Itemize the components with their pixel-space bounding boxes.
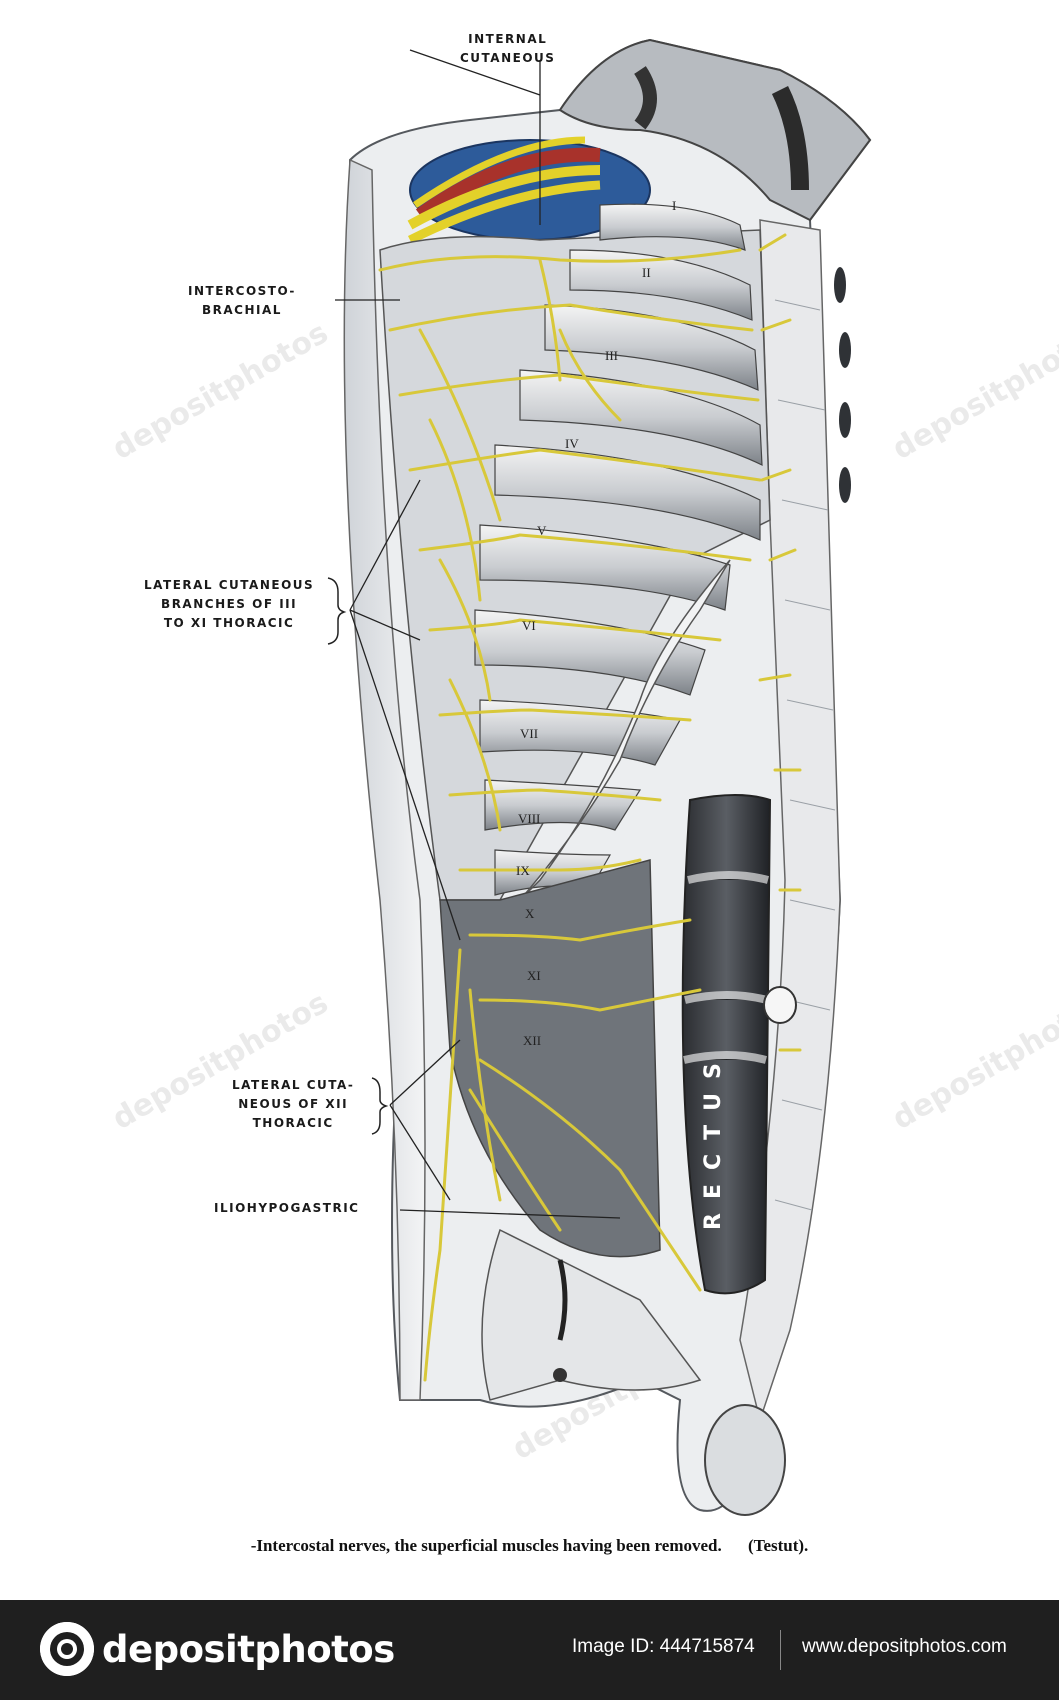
watermark-4: depositphotos xyxy=(887,985,1059,1137)
watermark-1: depositphotos xyxy=(107,315,335,467)
rib-numeral-8: VIII xyxy=(518,811,540,826)
caption-text: -Intercostal nerves, the superficial mus… xyxy=(250,1536,722,1555)
anatomy-figure: depositphotos depositphotos depositphoto… xyxy=(107,32,1059,1516)
lateral-skin-fold xyxy=(343,158,426,1401)
label-internal-cutaneous: INTERNAL CUTANEOUS xyxy=(460,32,556,65)
scrotum xyxy=(704,1404,786,1516)
logo-text: depositphotos xyxy=(102,1627,395,1671)
label-iliohypogastric: ILIOHYPOGASTRIC xyxy=(214,1201,360,1215)
sternal-notches xyxy=(834,267,851,503)
rib-numeral-12: XII xyxy=(523,1033,541,1048)
caption-source: (Testut). xyxy=(748,1536,809,1555)
footer-logo[interactable]: depositphotos xyxy=(40,1622,395,1676)
brachial-plexus-2 xyxy=(407,180,601,245)
hook xyxy=(553,1368,567,1382)
footer-divider xyxy=(780,1630,781,1670)
bracket-lateral-branches xyxy=(327,577,347,645)
rectus-tendinous-lines xyxy=(683,871,770,1064)
label-lateral-cutaneous-branches: LATERAL CUTANEOUS BRANCHES OF III TO XI … xyxy=(144,578,315,630)
rectus-muscle xyxy=(681,794,772,1295)
rib-numeral-7: VII xyxy=(520,726,538,741)
rib-numeral-11: XI xyxy=(527,968,541,983)
bracket-xii xyxy=(371,1077,389,1135)
footer-bar: depositphotos Image ID: 444715874 www.de… xyxy=(0,1600,1059,1700)
rib-numeral-6: VI xyxy=(522,618,536,633)
rib-numeral-1: I xyxy=(672,198,676,213)
label-intercostobrachial: INTERCOSTO- BRACHIAL xyxy=(188,284,296,317)
footer-url[interactable]: www.depositphotos.com xyxy=(802,1636,1007,1657)
spermatic-cord xyxy=(557,1259,568,1341)
rib-numeral-4: IV xyxy=(565,436,579,451)
rib-numerals: I II III IV V VI VII VIII IX X XI XII xyxy=(516,198,676,1048)
leader-lines xyxy=(335,49,621,1219)
torso-illustration: depositphotos depositphotos depositphoto… xyxy=(107,38,1059,1516)
clavicle-shadow xyxy=(634,66,657,130)
watermark-2: depositphotos xyxy=(887,315,1059,467)
umbilicus xyxy=(763,986,797,1024)
rib-numeral-5: V xyxy=(537,523,547,538)
rib-numeral-9: IX xyxy=(516,863,530,878)
camera-icon xyxy=(40,1622,94,1676)
pectoral-shadow xyxy=(771,85,809,191)
label-lateral-cutaneous-xii: LATERAL CUTA- NEOUS OF XII THORACIC xyxy=(232,1078,355,1130)
figure-caption: -Intercostal nerves, the superficial mus… xyxy=(0,1536,1059,1556)
lower-abdomen xyxy=(481,1228,702,1401)
rib-numeral-10: X xyxy=(525,906,535,921)
sheath-hatching xyxy=(774,299,836,1211)
rib-numeral-3: III xyxy=(605,348,618,363)
axillary-artery xyxy=(415,147,601,221)
image-id: Image ID: 444715874 xyxy=(572,1636,755,1657)
brachial-plexus-1 xyxy=(407,165,601,230)
brachial-plexus-3 xyxy=(413,136,586,208)
rib-numeral-2: II xyxy=(642,265,651,280)
rectus-label: RECTUS xyxy=(701,1049,726,1230)
